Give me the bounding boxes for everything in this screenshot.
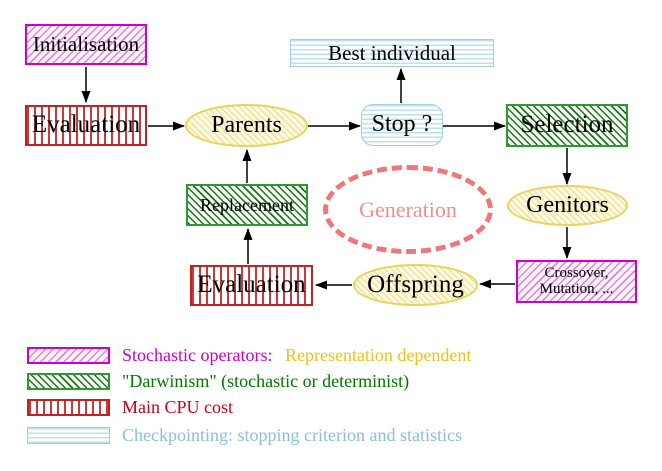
legend-label-checkpointing: Checkpointing: stopping criterion and st… — [122, 424, 462, 445]
legend-swatch-stochastic-operators — [27, 346, 110, 364]
node-evaluation-top-label: Evaluation — [31, 111, 141, 139]
node-generation-label: Generation — [359, 196, 457, 222]
node-initialisation-label: Initialisation — [32, 32, 140, 57]
node-evaluation-bottom: Evaluation — [190, 265, 313, 306]
node-selection-label: Selection — [520, 111, 614, 139]
node-stop: Stop ? — [361, 104, 443, 146]
legend-label-stochastic-operators: Stochastic operators: — [122, 344, 273, 365]
node-initialisation: Initialisation — [25, 24, 147, 65]
node-evaluation-top: Evaluation — [25, 105, 147, 146]
node-selection: Selection — [506, 104, 628, 147]
node-generation: Generation — [323, 165, 493, 254]
node-offspring-label: Offspring — [367, 270, 464, 298]
node-offspring: Offspring — [353, 264, 478, 306]
node-best-individual: Best individual — [290, 39, 494, 67]
node-crossover-line1: Crossover, — [544, 264, 609, 281]
legend-row-darwinism: "Darwinism" (stochastic or determinist) — [27, 371, 409, 391]
node-replacement: Replacement — [186, 184, 308, 226]
legend-swatch-darwinism — [27, 372, 110, 390]
node-replacement-label: Replacement — [200, 194, 294, 215]
node-parents-label: Parents — [211, 111, 282, 138]
node-genitors: Genitors — [507, 185, 628, 226]
node-crossover-mutation: Crossover, Mutation, ... — [516, 260, 637, 303]
legend-label-representation-dependent: Representation dependent — [284, 344, 472, 365]
node-stop-label: Stop ? — [371, 111, 433, 138]
node-evaluation-bottom-label: Evaluation — [197, 271, 306, 299]
node-crossover-line2: Mutation, ... — [539, 280, 614, 297]
node-best-individual-label: Best individual — [328, 40, 456, 65]
node-parents: Parents — [185, 104, 308, 147]
legend-label-darwinism: "Darwinism" (stochastic or determinist) — [122, 370, 410, 391]
legend-swatch-checkpointing — [27, 426, 110, 444]
legend-row-checkpointing: Checkpointing: stopping criterion and st… — [27, 425, 462, 445]
legend-label-main-cpu-cost: Main CPU cost — [122, 396, 234, 417]
node-genitors-label: Genitors — [526, 191, 609, 218]
legend-row-main-cpu-cost: Main CPU cost — [27, 397, 233, 417]
legend-swatch-main-cpu-cost — [27, 398, 110, 416]
legend-row-stochastic-operators: Stochastic operators: Representation dep… — [27, 345, 471, 365]
